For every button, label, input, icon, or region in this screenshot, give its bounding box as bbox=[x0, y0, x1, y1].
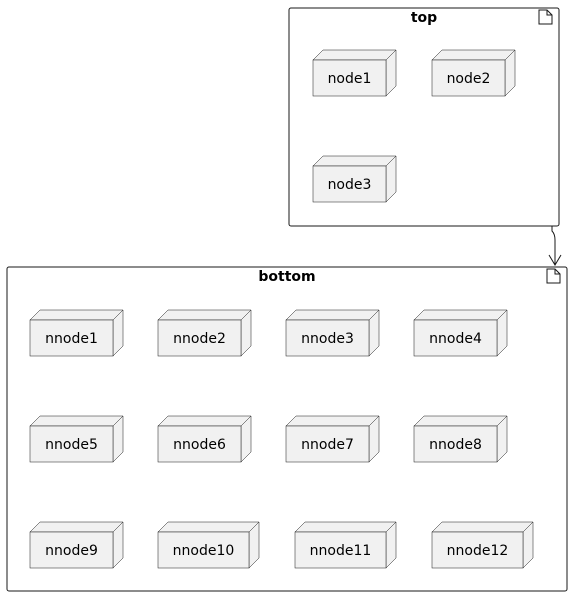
bottom-node-2: nnode2 bbox=[157, 309, 252, 357]
bottom-node-4: nnode4 bbox=[413, 309, 508, 357]
bottom-nodes: nnode1 nnode2 nnode3 nnode4 nnode5 nnode6 nnod… bbox=[29, 309, 534, 569]
top-node-2: node2 bbox=[431, 49, 516, 97]
node-top-face bbox=[29, 521, 124, 533]
node-top-face bbox=[294, 521, 397, 533]
bottom-node-10: nnode10 bbox=[157, 521, 260, 569]
node-label: nnode5 bbox=[45, 437, 98, 453]
node-top-face bbox=[431, 521, 534, 533]
node-front-face bbox=[29, 531, 114, 569]
edge-line bbox=[551, 226, 556, 265]
node-front-face bbox=[431, 531, 524, 569]
node-front-face bbox=[285, 319, 370, 357]
node-front-face bbox=[413, 319, 498, 357]
document-icon bbox=[538, 9, 553, 25]
bottom-node-9: nnode9 bbox=[29, 521, 124, 569]
node-front-face bbox=[312, 59, 387, 97]
node-label: nnode1 bbox=[45, 331, 98, 347]
bottom-node-1: nnode1 bbox=[29, 309, 124, 357]
node-front-face bbox=[413, 425, 498, 463]
frame-bottom-title: bottom bbox=[258, 269, 315, 285]
node-front-face bbox=[157, 319, 242, 357]
node-label: nnode2 bbox=[173, 331, 226, 347]
bottom-node-12: nnode12 bbox=[431, 521, 534, 569]
node-label: nnode9 bbox=[45, 543, 98, 559]
frame-top-title: top bbox=[411, 10, 437, 26]
top-node-3: node3 bbox=[312, 155, 397, 203]
bottom-node-11: nnode11 bbox=[294, 521, 397, 569]
node-label: node3 bbox=[328, 177, 372, 193]
node-front-face bbox=[431, 59, 506, 97]
bottom-node-6: nnode6 bbox=[157, 415, 252, 463]
node-top-face bbox=[157, 521, 260, 533]
node-top-face bbox=[312, 49, 397, 61]
node-top-face bbox=[413, 415, 508, 427]
node-label: node1 bbox=[328, 71, 372, 87]
bottom-node-7: nnode7 bbox=[285, 415, 380, 463]
node-top-face bbox=[413, 309, 508, 321]
node-front-face bbox=[29, 425, 114, 463]
node-front-face bbox=[285, 425, 370, 463]
node-label: nnode7 bbox=[301, 437, 354, 453]
node-label: nnode6 bbox=[173, 437, 226, 453]
node-front-face bbox=[312, 165, 387, 203]
node-label: nnode12 bbox=[447, 543, 509, 559]
node-label: nnode3 bbox=[301, 331, 354, 347]
document-icon bbox=[546, 268, 561, 284]
node-label: nnode4 bbox=[429, 331, 482, 347]
arrowhead bbox=[548, 254, 562, 266]
node-label: nnode10 bbox=[173, 543, 235, 559]
node-top-face bbox=[29, 309, 124, 321]
node-front-face bbox=[294, 531, 387, 569]
node-top-face bbox=[431, 49, 516, 61]
node-front-face bbox=[29, 319, 114, 357]
edge-top-to-bottom bbox=[548, 226, 562, 266]
bottom-node-3: nnode3 bbox=[285, 309, 380, 357]
node-top-face bbox=[285, 309, 380, 321]
node-top-face bbox=[157, 415, 252, 427]
node-top-face bbox=[157, 309, 252, 321]
node-top-face bbox=[312, 155, 397, 167]
node-front-face bbox=[157, 425, 242, 463]
node-top-face bbox=[29, 415, 124, 427]
top-nodes: node1 node2 node3 bbox=[312, 49, 516, 203]
node-label: nnode11 bbox=[310, 543, 372, 559]
top-node-1: node1 bbox=[312, 49, 397, 97]
bottom-node-8: nnode8 bbox=[413, 415, 508, 463]
node-front-face bbox=[157, 531, 250, 569]
node-label: node2 bbox=[447, 71, 491, 87]
node-label: nnode8 bbox=[429, 437, 482, 453]
bottom-node-5: nnode5 bbox=[29, 415, 124, 463]
node-top-face bbox=[285, 415, 380, 427]
